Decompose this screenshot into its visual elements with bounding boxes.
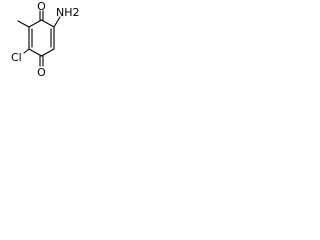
bond-c1-c2: [40, 19, 55, 28]
background: [0, 0, 83, 83]
bond-c4-c5: [28, 48, 43, 57]
bond-c5-cl: [23, 48, 30, 54]
bond-c3-c4: [40, 48, 55, 57]
atom-labels: O O NH2 Cl: [11, 0, 80, 79]
structural-formula: O O NH2 Cl: [0, 0, 83, 83]
ring-bonds: [28, 19, 55, 57]
bond-c6-c1: [28, 19, 43, 28]
chloro-label: Cl: [11, 51, 22, 64]
bond-c6-methyl: [17, 20, 30, 28]
bond-c2-n: [53, 16, 61, 28]
amino-label: NH2: [56, 6, 80, 19]
oxygen-bottom-label: O: [37, 66, 46, 79]
oxygen-top-label: O: [37, 0, 46, 13]
substituent-bonds: [17, 10, 61, 67]
